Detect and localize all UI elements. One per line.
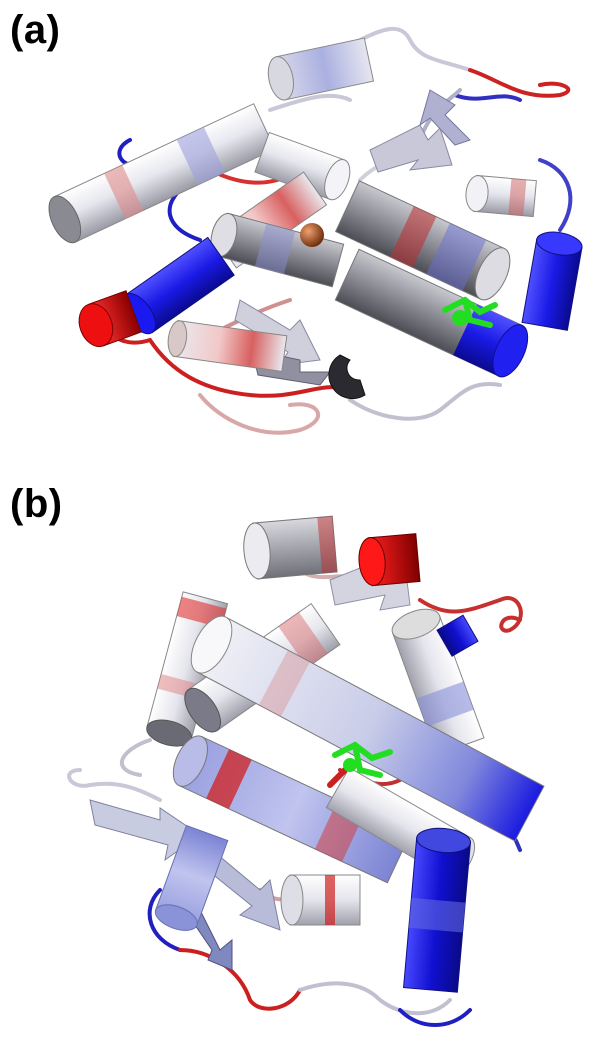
protein-structure-a	[48, 26, 583, 435]
ligand-b	[327, 741, 393, 788]
panel-b: (b)	[0, 470, 616, 1050]
helices-a	[48, 37, 583, 400]
panel-a: (a)	[0, 0, 616, 470]
panel-a-label: (a)	[10, 8, 61, 52]
ligand-a	[442, 296, 498, 328]
helices-b	[146, 515, 545, 993]
panel-b-label: (b)	[10, 482, 63, 526]
metal-ion-a	[300, 223, 324, 247]
protein-structure-b	[67, 515, 545, 1027]
